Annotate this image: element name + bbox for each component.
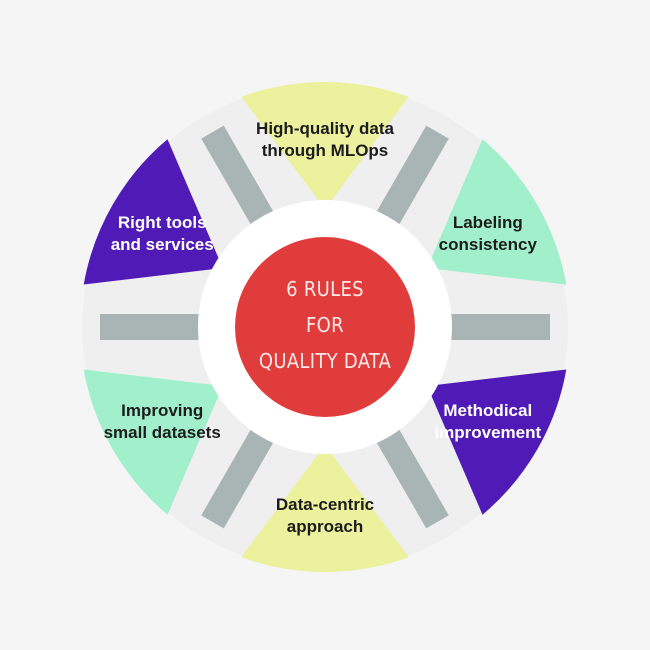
segment-upper-right [427, 139, 567, 285]
segment-top [241, 82, 409, 209]
center-title-line-2: FOR [306, 313, 344, 337]
center-circle [235, 237, 415, 417]
segment-upper-left-label-line-2: and services [111, 235, 214, 254]
segment-upper-left [83, 139, 223, 285]
segment-bottom-label-line-1: Data-centric [276, 495, 374, 514]
segment-upper-right-label-line-1: Labeling [453, 213, 523, 232]
connector-bar [201, 125, 277, 230]
center-title-line-1: 6 RULES [286, 277, 364, 301]
connector-bars [100, 125, 550, 529]
connector-bar [373, 424, 449, 529]
connector-bar [201, 424, 277, 529]
connector-bar [373, 125, 449, 230]
segment-lower-right [427, 369, 567, 515]
segment-lower-right-label-line-2: improvement [434, 423, 541, 442]
segment-bottom [241, 445, 409, 572]
segment-lower-left-label-line-2: small datasets [104, 423, 221, 442]
connector-bar [445, 314, 550, 340]
segment-top-label-line-1: High-quality data [256, 119, 394, 138]
segment-lower-left-label-line-1: Improving [121, 401, 203, 420]
center-title-line-3: QUALITY DATA [259, 349, 392, 373]
segment-lower-left [83, 369, 223, 515]
segment-bottom-label-line-2: approach [287, 517, 364, 536]
connector-bar [100, 314, 205, 340]
segment-upper-left-label-line-1: Right tools [118, 213, 207, 232]
segment-lower-right-label-line-1: Methodical [443, 401, 532, 420]
segment-top-label-line-2: through MLOps [262, 141, 389, 160]
segment-upper-right-label-line-2: consistency [439, 235, 538, 254]
